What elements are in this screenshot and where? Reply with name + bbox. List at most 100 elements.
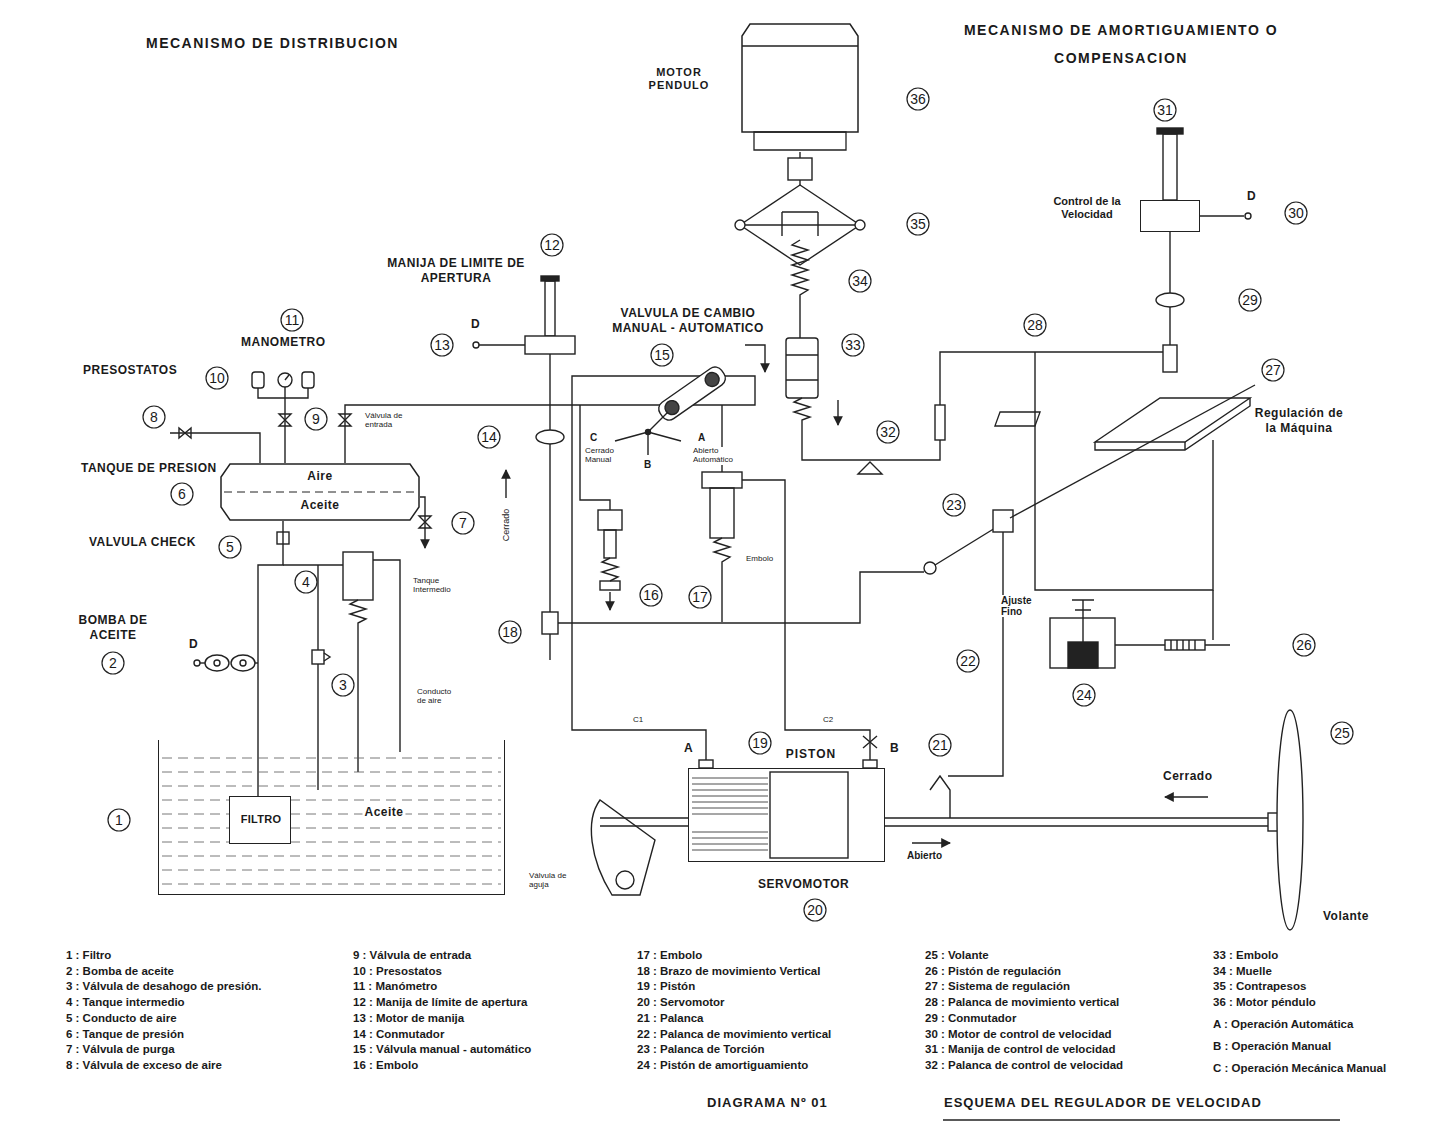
speed-control-rod-part: [1169, 232, 1170, 345]
oil-pump-symbol-part: [257, 740, 258, 798]
pendulum-mechanism-part: [792, 240, 808, 338]
plunger-17-part: [714, 538, 730, 622]
legend-entry-holder: 15 : Válvula manual - automático: [352, 1043, 532, 1056]
legend-entry: 29 : Conmutador: [925, 1012, 1016, 1025]
part-label: Válvula de entrada: [365, 412, 423, 430]
servomotor-body-part: [1165, 796, 1208, 797]
legend-entry: 11 : Manómetro: [353, 980, 437, 993]
part-label: BOMBA DE ACEITE: [68, 613, 158, 643]
legend-entry: 32 : Palanca de control de velocidad: [925, 1059, 1123, 1072]
servomotor-body-part: [699, 760, 713, 768]
legend-entry: 4 : Tanque intermedio: [66, 996, 185, 1009]
servomotor-body-part: [912, 842, 950, 843]
oil-pump-symbol-part: [240, 660, 246, 666]
tank-outline: [221, 464, 419, 520]
opening-limit-handle-part: [473, 342, 479, 348]
callout-number-holder: 22: [959, 653, 977, 669]
legend-entry: 33 : Embolo: [1213, 949, 1278, 962]
part-label: Abierto: [907, 850, 942, 861]
pendulum-mechanism-part: [794, 352, 1170, 460]
callout-number-holder: 20: [806, 902, 824, 918]
plunger-16-part: [609, 592, 610, 610]
legend-entry-holder: 14 : Conmutador: [352, 1028, 445, 1041]
servomotor-body-part: [770, 772, 848, 858]
plunger-16-part: [604, 530, 616, 558]
callout-number-holder: 36: [909, 91, 927, 107]
callout-number-holder: 1: [114, 812, 124, 828]
pendulum-motor-outline: [740, 22, 860, 152]
legend-entry: 28 : Palanca de movimiento vertical: [925, 996, 1119, 1009]
regulation-frame-part: [1165, 640, 1205, 650]
servomotor-body-part: [591, 800, 655, 895]
part-label: Ajuste Fino: [1001, 595, 1049, 617]
part-label: Embolo: [746, 555, 773, 564]
node-text-holder: PISTON: [784, 748, 838, 762]
node-text: PISTON: [786, 748, 836, 762]
oil-pump-symbol-part: [231, 655, 255, 671]
legend-entry-holder: 25 : Volante: [924, 949, 990, 962]
callout-circle: [478, 426, 500, 448]
callout-circle: [943, 494, 965, 516]
callout-number-holder: 33: [844, 337, 862, 353]
pendulum-mechanism-part: [788, 158, 812, 180]
diagram-caption-holder: DIAGRAMA Nº 01: [706, 1096, 829, 1111]
speed-control-rod-part: [1200, 215, 1244, 216]
speed-control-rod-part: [1156, 293, 1184, 307]
node-text: Aceite: [300, 499, 339, 513]
part-label-holder: PRESOSTATOS: [82, 364, 178, 378]
opening-limit-handle-part: [545, 281, 555, 336]
callout-circle: [1024, 314, 1046, 336]
legend-entry: 24 : Pistón de amortiguamiento: [637, 1059, 808, 1072]
part-label: C2: [823, 715, 833, 724]
part-label-holder: Embolo: [745, 555, 774, 564]
legend-entry-holder: 21 : Palanca: [636, 1012, 704, 1025]
callout-circle: [1073, 684, 1095, 706]
part-label: MANOMETRO: [241, 336, 326, 350]
pressure-switch-symbols-part: [285, 375, 289, 380]
opening-limit-handle-part: [542, 612, 558, 634]
legend-entry: 21 : Palanca: [637, 1012, 703, 1025]
part-label: Cerrado Manual: [585, 447, 625, 465]
node-text-holder: FILTRO: [239, 813, 284, 826]
callout-circle: [1285, 202, 1307, 224]
callout-circle: [541, 234, 563, 256]
callout-number: 16: [643, 587, 659, 603]
callout-number-holder: 25: [1333, 725, 1351, 741]
oil-reservoir: AceiteFILTRO: [158, 740, 505, 895]
legend-entry-holder: 34 : Muelle: [1212, 965, 1273, 978]
legend-entry-holder: A : Operación Automática: [1212, 1018, 1354, 1031]
opening-limit-handle-part: [505, 470, 506, 498]
pressure-piping: [170, 387, 572, 548]
servo-oil-lines-part: [742, 480, 870, 760]
callout-number: 35: [910, 216, 926, 232]
oil-pipe-connector: [258, 521, 283, 740]
pressure-piping-part: [339, 414, 351, 426]
regulation-frame-part: [1095, 398, 1250, 450]
legend-entry: C : Operación Mecánica Manual: [1213, 1062, 1386, 1075]
callout-number: 34: [852, 273, 868, 289]
legend-entry: 12 : Manija de límite de apertura: [353, 996, 527, 1009]
vertical-arm-and-torsion-lever: [558, 385, 1255, 818]
callout-number: 23: [946, 497, 962, 513]
legend-entry: 15 : Válvula manual - automático: [353, 1043, 531, 1056]
regulation-frame-part: [1072, 600, 1094, 642]
pressure-tank: AireAceite: [220, 463, 420, 521]
section-heading: MECANISMO DE DISTRIBUCION: [146, 35, 399, 51]
diagram-caption: ESQUEMA DEL REGULADOR DE VELOCIDAD: [944, 1096, 1262, 1111]
regulation-frame-part: [1068, 642, 1098, 668]
speed-control-rod-part: [1163, 345, 1177, 372]
part-label: PRESOSTATOS: [83, 364, 177, 378]
check-valve-and-intermediate-tank: [277, 532, 400, 790]
legend-entry-holder: 9 : Válvula de entrada: [352, 949, 472, 962]
legend-entry-holder: 6 : Tanque de presión: [65, 1028, 185, 1041]
callout-circle: [749, 732, 771, 754]
part-label: A: [684, 742, 693, 756]
node-text: MOTOR PENDULO: [632, 66, 726, 91]
callout-circle: [849, 270, 871, 292]
check-valve-and-intermediate-tank-part: [324, 653, 330, 661]
callout-number: 1: [115, 812, 123, 828]
regulation-frame-part: [1035, 352, 1213, 590]
pressure-switch-symbols-part: [252, 372, 264, 388]
callout-number: 31: [1157, 102, 1173, 118]
node-text-holder: Aire: [305, 470, 334, 484]
